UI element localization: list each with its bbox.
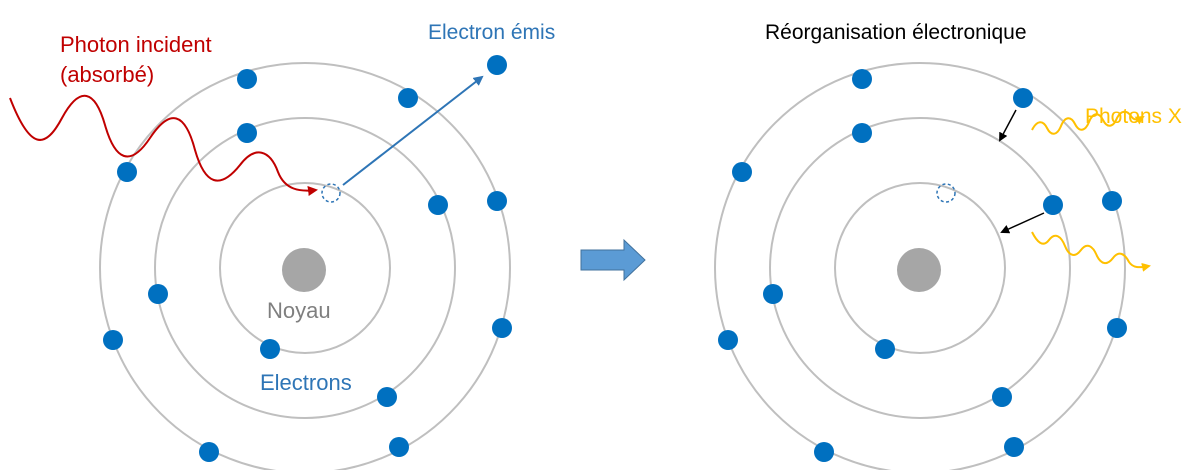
electron: [732, 162, 752, 182]
electron: [237, 123, 257, 143]
emitted-electron-label: Electron émis: [428, 21, 555, 44]
right-arrow-icon: [580, 238, 646, 282]
electron: [1013, 88, 1033, 108]
incident-photon-wave: [9, 95, 318, 196]
electron: [389, 437, 409, 457]
electron-vacancy: [321, 183, 341, 203]
electron: [117, 162, 137, 182]
electron: [199, 442, 219, 462]
electron: [814, 442, 834, 462]
electron: [718, 330, 738, 350]
transition-arrow-outer: [999, 109, 1017, 142]
nucleus: [897, 248, 941, 292]
xray-photon-wave-lower: [1031, 231, 1151, 272]
outer-orbit: [99, 62, 511, 470]
photon-label-line2: (absorbé): [60, 62, 154, 87]
nucleus-label: Noyau: [267, 298, 331, 323]
electron: [148, 284, 168, 304]
outer-orbit: [714, 62, 1126, 470]
nucleus: [282, 248, 326, 292]
electron: [852, 123, 872, 143]
electron: [1102, 191, 1122, 211]
reorganisation-title: Réorganisation électronique: [765, 21, 1027, 44]
photon-label-line1: Photon incident: [60, 32, 212, 57]
inner-orbit: [219, 182, 391, 354]
emitted-electron-arrow: [342, 75, 484, 186]
transition-arrow-middle: [1000, 212, 1045, 234]
middle-orbit: [154, 117, 456, 419]
electron: [487, 55, 507, 75]
middle-orbit: [769, 117, 1071, 419]
electron: [487, 191, 507, 211]
electron: [763, 284, 783, 304]
electron: [428, 195, 448, 215]
electron: [992, 387, 1012, 407]
electron: [377, 387, 397, 407]
electron: [492, 318, 512, 338]
electron: [875, 339, 895, 359]
electron: [398, 88, 418, 108]
electron: [1107, 318, 1127, 338]
electrons-label: Electrons: [260, 370, 352, 395]
electron: [237, 69, 257, 89]
xray-label: Photons X: [1085, 105, 1182, 128]
electron: [852, 69, 872, 89]
left-atom: Photon incident (absorbé) Electron émis …: [9, 21, 555, 470]
electron: [1004, 437, 1024, 457]
electron-vacancy: [936, 183, 956, 203]
inner-orbit: [834, 182, 1006, 354]
xray-photon-wave-upper: [1031, 110, 1145, 135]
right-atom: Réorganisation électronique Photons X: [714, 21, 1182, 470]
electron: [103, 330, 123, 350]
electron: [1043, 195, 1063, 215]
electron: [260, 339, 280, 359]
